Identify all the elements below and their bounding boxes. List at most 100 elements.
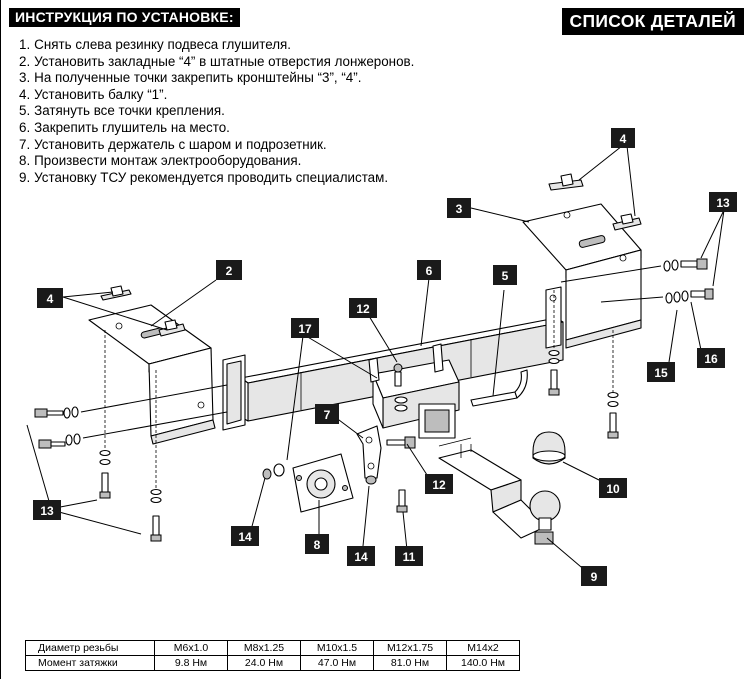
step-item: 9.Установку ТСУ рекомендуется проводить … — [19, 170, 414, 187]
callout-9: 9 — [581, 566, 607, 586]
installation-steps: 1.Снять слева резинку подвеса глушителя.… — [19, 37, 414, 186]
bolt-set-right — [560, 258, 714, 304]
exploded-assembly-diagram: 4 3 13 2 4 6 5 12 — [26, 128, 737, 586]
left-bracket — [88, 304, 216, 445]
callout-4-left-text: 4 — [47, 292, 54, 306]
step-text: Произвести монтаж электрооборудования. — [34, 153, 302, 169]
table-cell: 24.0 Нм — [227, 655, 301, 671]
table-cell: M12x1.75 — [373, 640, 447, 656]
callout-12-lower-text: 12 — [432, 478, 446, 492]
callout-11: 11 — [395, 546, 423, 566]
callout-8-text: 8 — [314, 538, 321, 552]
receiver-housing — [368, 343, 460, 439]
step-item: 4.Установить балку “1”. — [19, 87, 414, 104]
step-text: На полученные точки закрепить кронштейны… — [34, 70, 362, 86]
tightening-torque-label: Момент затяжки — [25, 655, 155, 671]
embedded-plate-right-a — [548, 173, 584, 191]
drawbar — [438, 437, 561, 545]
callout-4-right: 4 — [611, 128, 635, 148]
callout-17-text: 17 — [298, 322, 312, 336]
table-cell: 47.0 Нм — [300, 655, 374, 671]
callout-12-upper: 12 — [349, 298, 377, 318]
step-text: Установить закладные “4” в штатные отвер… — [34, 53, 415, 69]
callout-5-text: 5 — [502, 269, 509, 283]
thread-diameter-label: Диаметр резьбы — [25, 640, 155, 656]
socket-nut — [262, 463, 285, 480]
step-text: Закрепить глушитель на место. — [34, 119, 230, 135]
table-cell: 9.8 Нм — [154, 655, 228, 671]
step-number: 5. — [19, 103, 31, 119]
callout-16-text: 16 — [704, 352, 718, 366]
bracket-nut — [365, 475, 408, 513]
callout-13-left-text: 13 — [40, 504, 54, 518]
step-item: 7.Установить держатель с шаром и подрозе… — [19, 137, 414, 154]
callout-12-lower: 12 — [425, 474, 453, 494]
table-cell: 81.0 Нм — [373, 655, 447, 671]
callout-14-left-text: 14 — [238, 530, 252, 544]
callout-17: 17 — [291, 318, 319, 338]
callout-8: 8 — [305, 534, 329, 554]
table-row: Диаметр резьбы M6x1.0 M8x1.25 M10x1.5 M1… — [25, 640, 520, 656]
right-end-plate — [545, 286, 562, 349]
callout-3: 3 — [447, 198, 471, 218]
callout-14-right-text: 14 — [354, 550, 368, 564]
embedded-plate-left-b — [158, 319, 186, 337]
callout-3-text: 3 — [456, 202, 463, 216]
callout-10-text: 10 — [606, 482, 620, 496]
step-number: 8. — [19, 153, 31, 169]
callout-7: 7 — [315, 404, 339, 424]
leader-lines — [26, 145, 725, 573]
table-cell: 140.0 Нм — [446, 655, 520, 671]
step-text: Установить балку “1”. — [34, 86, 168, 102]
callout-6-text: 6 — [426, 264, 433, 278]
step-text: Установить держатель с шаром и подрозетн… — [34, 136, 327, 152]
torque-table: Диаметр резьбы M6x1.0 M8x1.25 M10x1.5 M1… — [25, 640, 520, 671]
step-number: 1. — [19, 37, 31, 52]
table-cell: M14x2 — [446, 640, 520, 656]
step-number: 4. — [19, 86, 31, 102]
table-cell: M6x1.0 — [154, 640, 228, 656]
callout-6: 6 — [417, 260, 441, 280]
callout-15-text: 15 — [654, 366, 668, 380]
callout-15: 15 — [647, 362, 675, 382]
callout-12-upper-text: 12 — [356, 302, 370, 316]
callout-2-text: 2 — [226, 264, 233, 278]
callout-9-text: 9 — [591, 570, 598, 584]
step-item: 2.Установить закладные “4” в штатные отв… — [19, 54, 414, 71]
step-number: 7. — [19, 136, 31, 152]
callout-4-left: 4 — [37, 288, 63, 308]
callout-7-text: 7 — [324, 408, 331, 422]
left-end-plate — [222, 354, 246, 431]
callout-11-text: 11 — [403, 550, 416, 564]
step-number: 9. — [19, 169, 31, 185]
bracket-bolt — [386, 436, 416, 449]
callout-13-left: 13 — [33, 500, 61, 520]
parts-list-title: СПИСОК ДЕТАЛЕЙ — [561, 8, 744, 35]
table-row: Момент затяжки 9.8 Нм 24.0 Нм 47.0 Нм 81… — [25, 655, 520, 671]
step-item: 6.Закрепить глушитель на место. — [19, 120, 414, 137]
table-cell: M10x1.5 — [300, 640, 374, 656]
step-item: 5.Затянуть все точки крепления. — [19, 103, 414, 120]
step-item: 3.На полученные точки закрепить кронштей… — [19, 70, 414, 87]
socket-plate — [292, 453, 354, 513]
step-text: Снять слева резинку подвеса глушителя. — [34, 37, 292, 52]
step-number: 2. — [19, 53, 31, 69]
ball-cover — [532, 431, 566, 465]
callout-5: 5 — [493, 265, 517, 285]
instructions-title: ИНСТРУКЦИЯ ПО УСТАНОВКЕ: — [9, 8, 240, 27]
callout-4-right-text: 4 — [620, 132, 627, 146]
callout-13-right-text: 13 — [716, 196, 730, 210]
hitch-pin — [470, 369, 528, 407]
callout-2: 2 — [216, 260, 242, 280]
callout-16: 16 — [697, 348, 725, 368]
embedded-plate-right-b — [612, 213, 642, 231]
step-item: 8.Произвести монтаж электрооборудования. — [19, 153, 414, 170]
vertical-bolts-right — [548, 290, 619, 439]
embedded-plate-left-a — [100, 285, 132, 301]
callout-14-right: 14 — [347, 546, 375, 566]
vertical-bolts-left — [99, 330, 162, 542]
step-text: Затянуть все точки крепления. — [34, 103, 225, 119]
step-number: 6. — [19, 119, 31, 135]
callout-14-left: 14 — [231, 526, 259, 546]
